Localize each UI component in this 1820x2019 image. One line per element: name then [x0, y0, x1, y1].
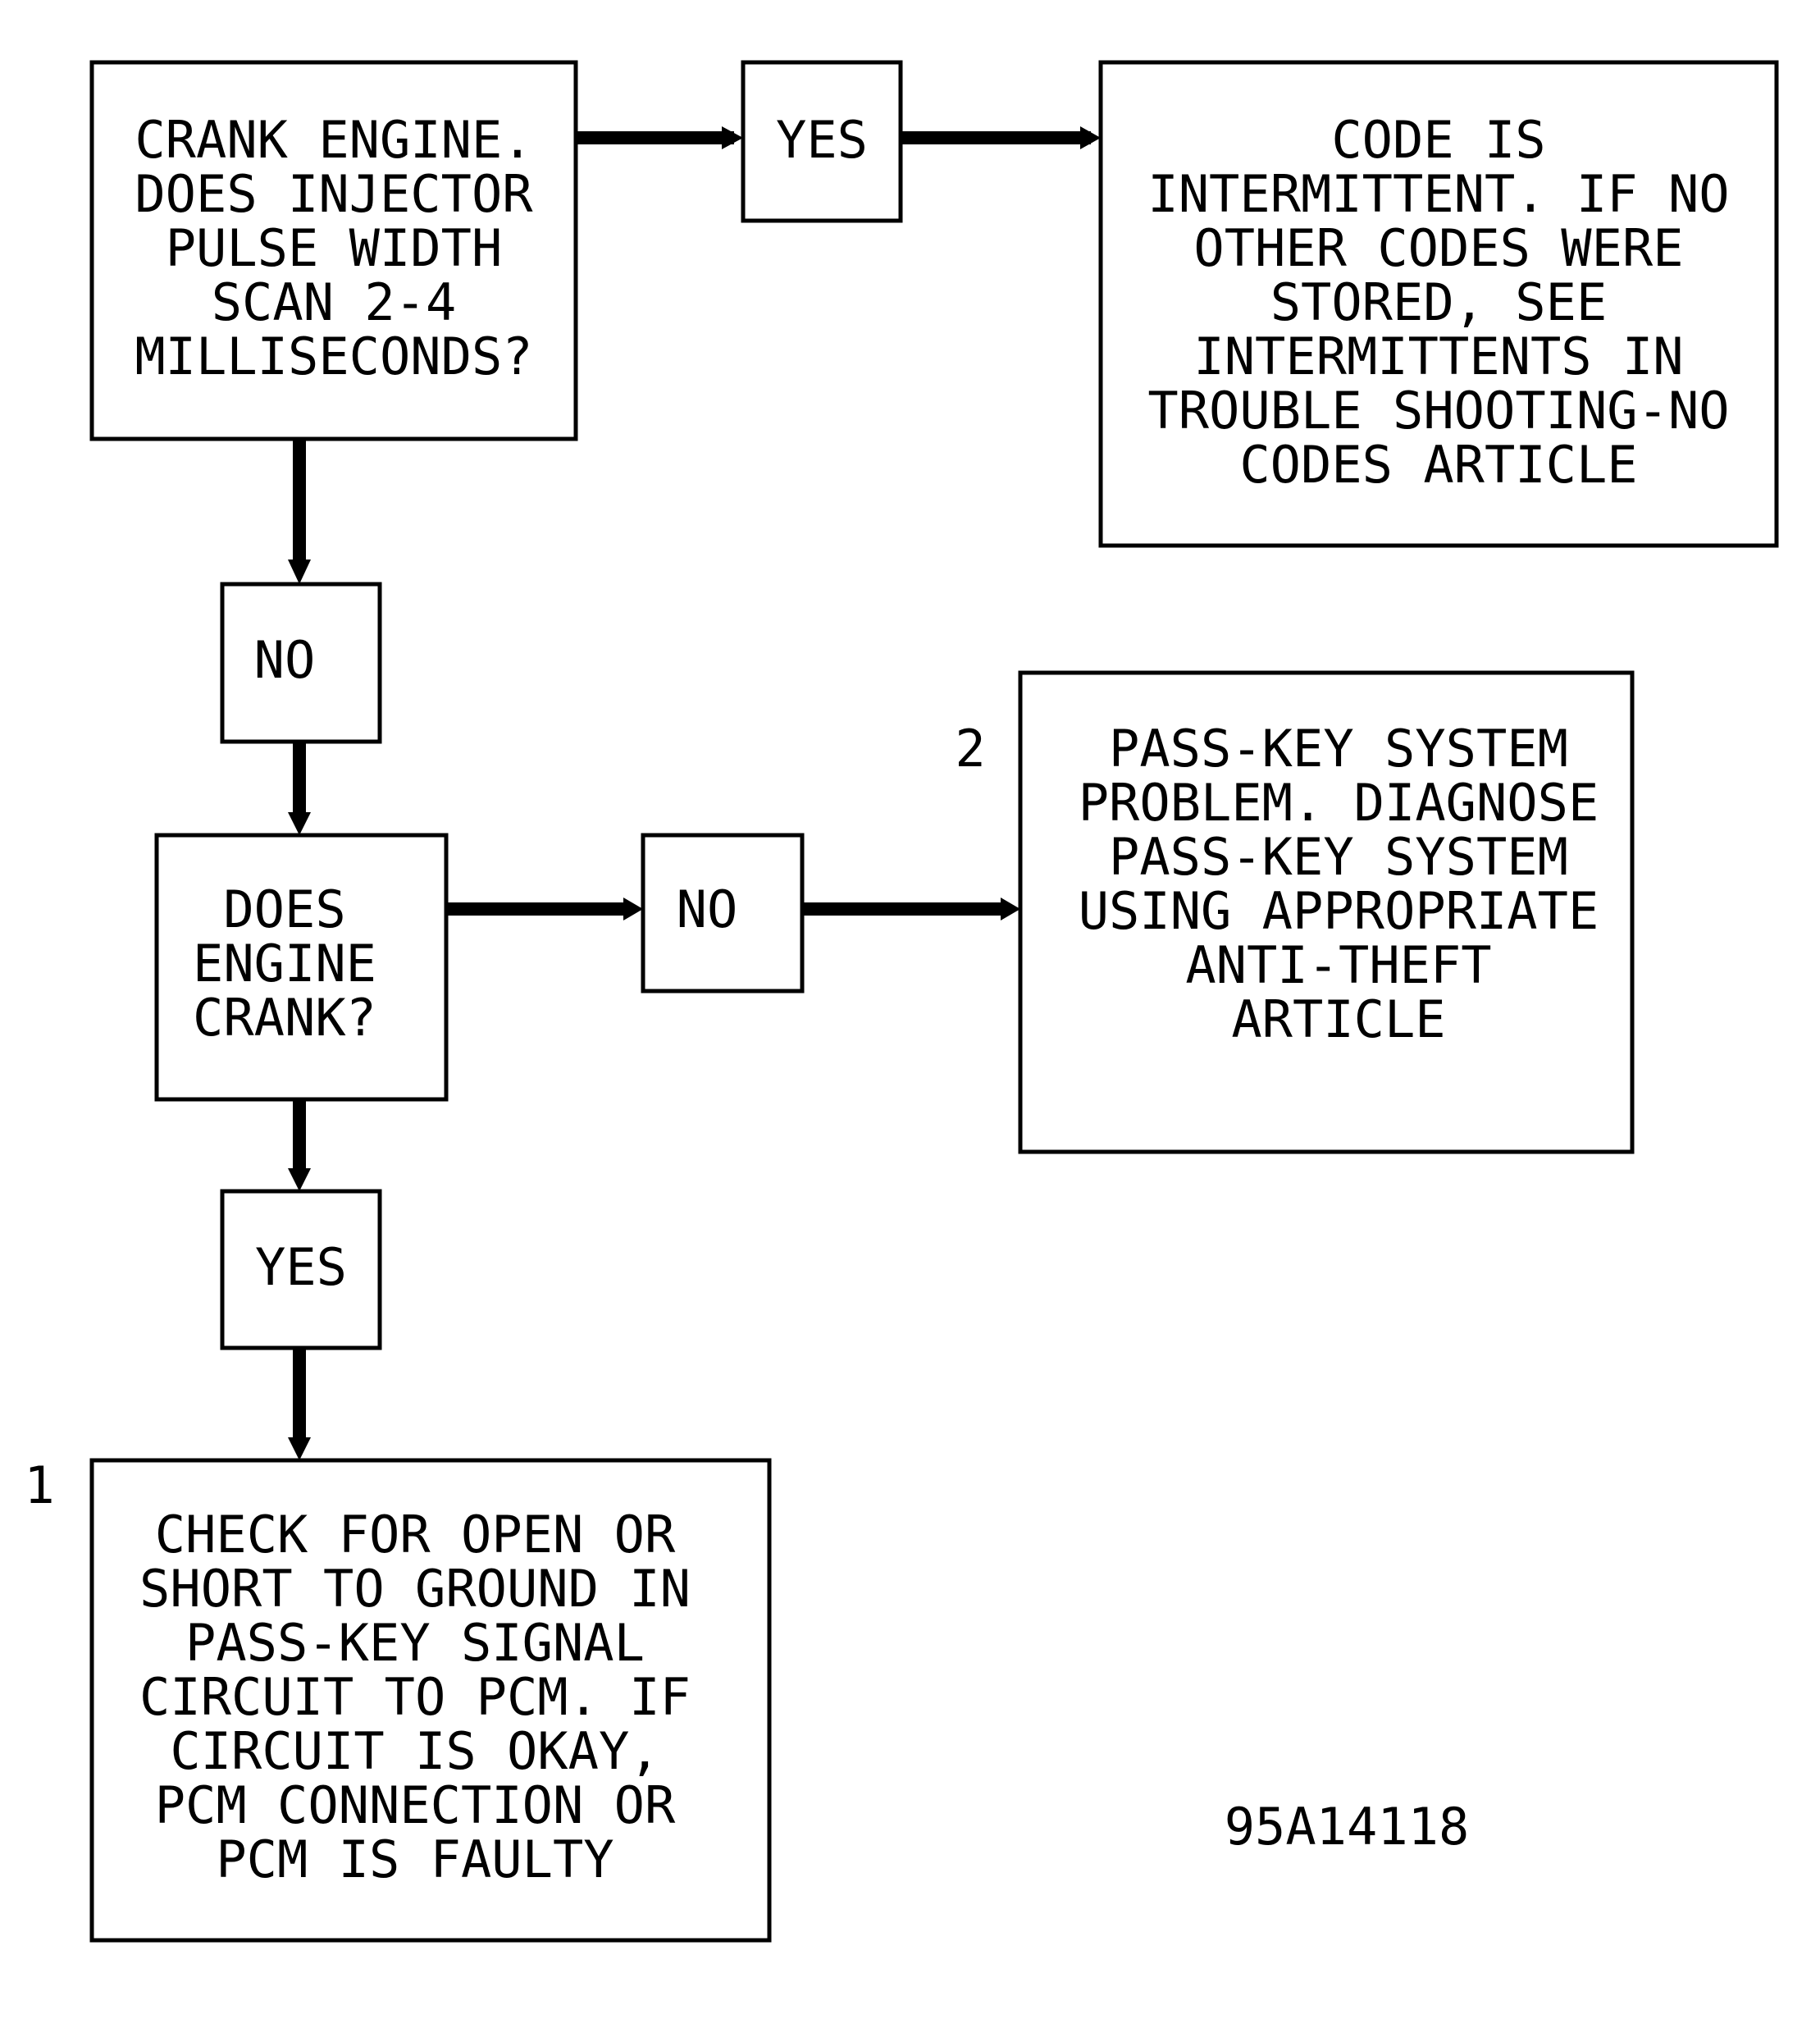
- text-line: USING APPROPRIATE: [1079, 881, 1599, 941]
- text-line: INTERMITTENTS IN: [1193, 327, 1683, 386]
- connectors: [288, 126, 1101, 1460]
- text-line: CRANK ENGINE.: [135, 110, 532, 170]
- text-line: PCM IS FAULTY: [216, 1829, 614, 1889]
- text-line: CIRCUIT IS OKAY,: [170, 1721, 659, 1781]
- text-line: SHORT TO GROUND IN: [139, 1559, 691, 1619]
- box-yes-top-frame: [741, 60, 903, 223]
- arrowhead-crank-to-no: [288, 560, 311, 584]
- text-line: PASS-KEY SYSTEM: [1109, 827, 1568, 887]
- arrowhead-crank-to-yes: [722, 126, 743, 149]
- text-line: SCAN 2-4: [212, 272, 457, 332]
- figure-id: 95A14118: [1225, 1797, 1470, 1857]
- text-line: PROBLEM. DIAGNOSE: [1079, 773, 1599, 833]
- text-line: ARTICLE: [1231, 989, 1445, 1049]
- box-no-left: NO: [220, 582, 382, 744]
- text-line: DOES INJECTOR: [135, 164, 533, 224]
- box-no-left-frame: [220, 582, 382, 744]
- box-no-mid-text: NO: [677, 879, 738, 939]
- box-no-left-text: NO: [254, 630, 316, 690]
- box-crank-question-frame: [89, 60, 578, 441]
- text-line: CODES ARTICLE: [1239, 435, 1637, 495]
- box-check-circuit-frame: [89, 1458, 772, 1943]
- text-line: STORED, SEE: [1270, 272, 1608, 332]
- text-line: PASS-KEY SIGNAL: [185, 1613, 645, 1673]
- arrowhead-no-to-does-crank: [288, 812, 311, 835]
- box-yes-top: YES: [741, 60, 903, 223]
- text-line: CRANK?: [193, 988, 376, 1048]
- text-line: CHECK FOR OPEN OR: [155, 1505, 676, 1564]
- text-line: MILLISECONDS?: [135, 327, 532, 386]
- text-line: ANTI-THEFT: [1185, 935, 1491, 995]
- step-number-2: 2: [955, 719, 985, 779]
- text-line: DOES: [223, 879, 345, 939]
- text-line: ENGINE: [193, 934, 376, 994]
- text-line: YES: [776, 110, 868, 170]
- text-line: CODE IS: [1331, 110, 1545, 170]
- box-yes-top-text: YES: [776, 110, 868, 170]
- text-line: PCM CONNECTION OR: [155, 1775, 676, 1835]
- text-line: CIRCUIT TO PCM. IF: [139, 1667, 691, 1727]
- box-passkey-problem-frame: [1018, 670, 1635, 1154]
- box-yes-bottom-frame: [220, 1189, 382, 1350]
- text-line: PASS-KEY SYSTEM: [1109, 719, 1568, 779]
- arrowhead-no-to-passkey: [1001, 898, 1020, 920]
- text-line: INTERMITTENT. IF NO: [1147, 164, 1729, 224]
- box-no-mid: NO: [641, 833, 805, 994]
- text-line: NO: [254, 630, 316, 690]
- box-intermittent-frame: [1098, 60, 1779, 548]
- step-number-1: 1: [24, 1455, 54, 1515]
- arrowhead-does-crank-to-no: [623, 898, 643, 920]
- text-line: OTHER CODES WERE: [1193, 218, 1683, 278]
- arrowhead-yes-to-intermittent: [1080, 126, 1101, 149]
- text-line: YES: [255, 1237, 347, 1297]
- box-yes-bottom: YES: [220, 1189, 382, 1350]
- arrowhead-yes-to-check: [288, 1437, 311, 1460]
- box-no-mid-frame: [641, 833, 805, 994]
- text-line: TROUBLE SHOOTING-NO: [1147, 381, 1729, 441]
- box-yes-bottom-text: YES: [255, 1237, 347, 1297]
- text-line: NO: [677, 879, 738, 939]
- box-does-engine-crank-frame: [154, 833, 449, 1102]
- text-line: PULSE WIDTH: [166, 218, 503, 278]
- arrowhead-does-crank-to-yes: [288, 1168, 311, 1191]
